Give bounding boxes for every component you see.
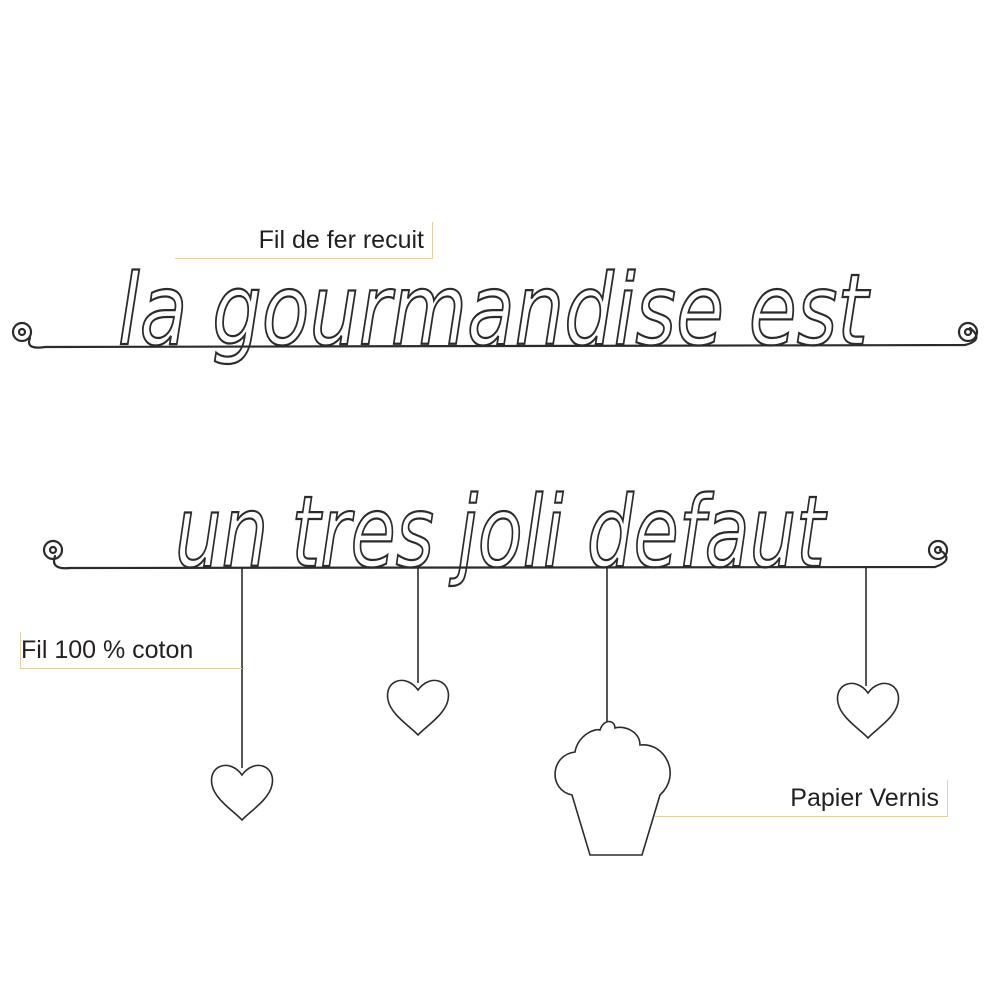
label-wire: Fil de fer recuit: [175, 222, 433, 259]
spiral-left-icon: [11, 321, 33, 343]
spiral-right-icon: [957, 321, 979, 343]
wire-text-line1: la gourmandise est: [118, 254, 871, 368]
heart-icon: [210, 764, 274, 822]
cupcake-icon: [554, 720, 671, 856]
spiral-left-icon: [42, 539, 64, 561]
label-thread: Fil 100 % coton: [20, 632, 242, 669]
label-paper: Papier Vernis: [655, 780, 948, 817]
heart-icon: [836, 682, 900, 740]
wire-text-line2: un tres joli defaut: [175, 476, 828, 590]
heart-icon: [386, 679, 450, 737]
spiral-right-icon: [927, 539, 949, 561]
